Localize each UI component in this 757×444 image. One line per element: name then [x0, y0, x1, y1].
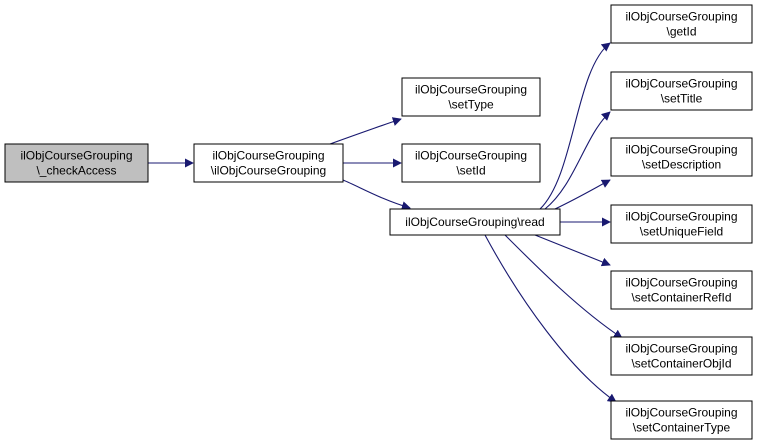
edges-layer	[148, 42, 623, 403]
edge-read-to-set_title	[544, 111, 611, 210]
edge-path	[342, 179, 411, 210]
node-box[interactable]	[389, 208, 561, 236]
node-set-type[interactable]: ilObjCourseGrouping\setType	[401, 77, 541, 117]
node-label-line: ilObjCourseGrouping	[625, 210, 737, 224]
node-label-line: ilObjCourseGrouping\read	[405, 215, 544, 229]
node-label-line: \_checkAccess	[36, 164, 116, 178]
node-label-line: ilObjCourseGrouping	[625, 406, 737, 420]
node-set-description[interactable]: ilObjCourseGrouping\setDescription	[610, 137, 753, 177]
edge-path	[484, 234, 617, 403]
node-set-unique-field[interactable]: ilObjCourseGrouping\setUniqueField	[610, 204, 753, 244]
node-box[interactable]	[610, 336, 753, 376]
edge-constructor-to-read	[342, 179, 411, 210]
node-box[interactable]	[610, 400, 753, 440]
node-label-line: \setId	[456, 164, 485, 178]
edge-path	[329, 117, 402, 145]
node-label-line: \ilObjCourseGrouping	[211, 164, 326, 178]
nodes-layer: ilObjCourseGrouping\_checkAccessilObjCou…	[4, 4, 753, 440]
node-label-line: ilObjCourseGrouping	[415, 149, 527, 163]
node-box[interactable]	[401, 143, 541, 183]
edge-path	[539, 42, 611, 210]
node-label-line: \setType	[448, 98, 494, 112]
node-box[interactable]	[193, 143, 344, 183]
edge-read-to-set_container_type	[484, 234, 617, 403]
node-label-line: \setUniqueField	[640, 225, 723, 239]
edge-path	[504, 234, 623, 339]
node-label-line: \setContainerType	[633, 421, 731, 435]
node-box[interactable]	[4, 143, 149, 183]
node-box[interactable]	[401, 77, 541, 117]
node-label-line: ilObjCourseGrouping	[625, 276, 737, 290]
node-box[interactable]	[610, 270, 753, 310]
node-box[interactable]	[610, 71, 753, 111]
node-label-line: \setContainerObjId	[631, 357, 731, 371]
edge-read-to-set_container_ref_id	[534, 234, 611, 267]
node-set-container-ref-id[interactable]: ilObjCourseGrouping\setContainerRefId	[610, 270, 753, 310]
edge-read-to-set_description	[554, 179, 611, 210]
edge-path	[534, 234, 611, 267]
node-label-line: \setTitle	[661, 92, 703, 106]
node-label-line: ilObjCourseGrouping	[625, 143, 737, 157]
node-set-container-type[interactable]: ilObjCourseGrouping\setContainerType	[610, 400, 753, 440]
node-label-line: ilObjCourseGrouping	[625, 10, 737, 24]
node-label-line: ilObjCourseGrouping	[20, 149, 132, 163]
node-check-access[interactable]: ilObjCourseGrouping\_checkAccess	[4, 143, 149, 183]
node-box[interactable]	[610, 137, 753, 177]
edge-path	[554, 179, 611, 210]
node-label-line: \getId	[666, 25, 696, 39]
node-label-line: ilObjCourseGrouping	[415, 83, 527, 97]
node-read[interactable]: ilObjCourseGrouping\read	[389, 208, 561, 236]
edge-path	[544, 111, 611, 210]
edge-read-to-set_container_obj_id	[504, 234, 623, 339]
node-constructor[interactable]: ilObjCourseGrouping\ilObjCourseGrouping	[193, 143, 344, 183]
node-label-line: ilObjCourseGrouping	[625, 342, 737, 356]
node-box[interactable]	[610, 204, 753, 244]
node-label-line: ilObjCourseGrouping	[212, 149, 324, 163]
node-label-line: \setContainerRefId	[631, 291, 731, 305]
node-box[interactable]	[610, 4, 753, 44]
node-get-id[interactable]: ilObjCourseGrouping\getId	[610, 4, 753, 44]
edge-constructor-to-set_type	[329, 117, 402, 145]
node-set-id[interactable]: ilObjCourseGrouping\setId	[401, 143, 541, 183]
node-label-line: \setDescription	[642, 158, 721, 172]
node-label-line: ilObjCourseGrouping	[625, 77, 737, 91]
node-set-container-obj-id[interactable]: ilObjCourseGrouping\setContainerObjId	[610, 336, 753, 376]
node-set-title[interactable]: ilObjCourseGrouping\setTitle	[610, 71, 753, 111]
edge-read-to-get_id	[539, 42, 611, 210]
